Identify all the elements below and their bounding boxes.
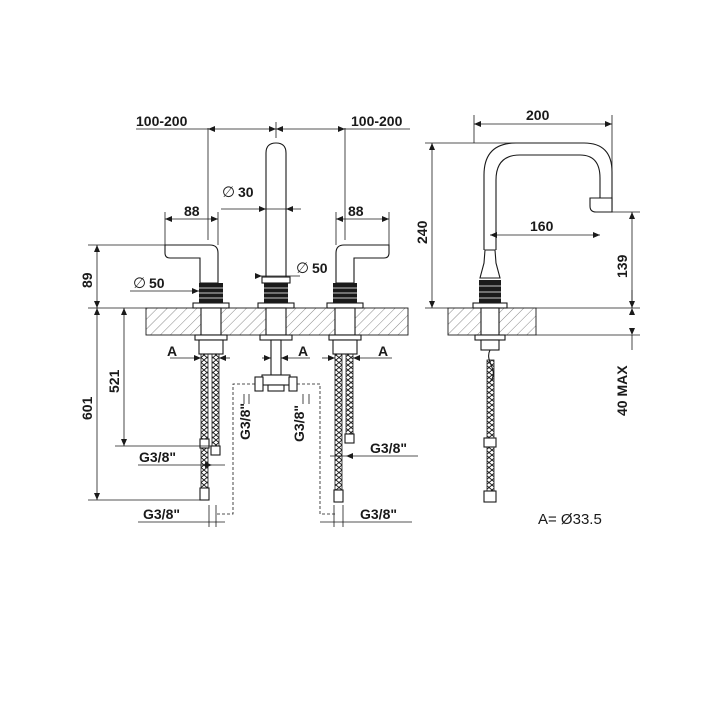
legend-note: A= Ø33.5 bbox=[538, 511, 602, 528]
handle-height-label: 89 bbox=[79, 272, 95, 288]
spacing-right-label: 100-200 bbox=[351, 113, 403, 129]
handle-diameter-symbol: ∅ bbox=[133, 275, 146, 292]
spout-base-diameter-symbol: ∅ bbox=[296, 260, 309, 277]
spout-overall-reach-label: 200 bbox=[526, 107, 550, 123]
deck-thickness-label: 40 MAX bbox=[614, 365, 630, 416]
front-view: 100-200 100-200 88 88 ∅ 30 ∅ 50 ∅ 50 bbox=[79, 113, 418, 527]
spout-base-diameter-label: 50 bbox=[312, 260, 328, 276]
left-valve bbox=[164, 244, 230, 501]
hose-inner-length-label: 521 bbox=[106, 369, 122, 393]
thread-left-upper-label: G3/8" bbox=[139, 449, 176, 465]
section-a-mid: A bbox=[298, 343, 308, 359]
thread-mid-left-label: G3/8" bbox=[237, 403, 253, 440]
right-valve bbox=[326, 244, 390, 503]
hose-total-length-label: 601 bbox=[79, 396, 95, 420]
section-a-left: A bbox=[167, 343, 177, 359]
thread-left-lower-label: G3/8" bbox=[143, 506, 180, 522]
spout-diameter-label: 30 bbox=[238, 184, 254, 200]
width-right-label: 88 bbox=[348, 203, 364, 219]
spout bbox=[254, 142, 298, 392]
spout-height-label: 240 bbox=[414, 220, 430, 244]
handle-diameter-label: 50 bbox=[149, 275, 165, 291]
thread-right-upper-label: G3/8" bbox=[370, 440, 407, 456]
spout-reach-label: 160 bbox=[530, 218, 554, 234]
thread-mid-right-label: G3/8" bbox=[291, 405, 307, 442]
spacing-left-label: 100-200 bbox=[136, 113, 188, 129]
spout-diameter-symbol: ∅ bbox=[222, 184, 235, 201]
width-left-label: 88 bbox=[184, 203, 200, 219]
side-view: 200 160 240 139 40 MAX A= Ø33.5 bbox=[414, 107, 640, 528]
thread-right-lower-label: G3/8" bbox=[360, 506, 397, 522]
section-a-right: A bbox=[378, 343, 388, 359]
outlet-height-label: 139 bbox=[614, 254, 630, 278]
